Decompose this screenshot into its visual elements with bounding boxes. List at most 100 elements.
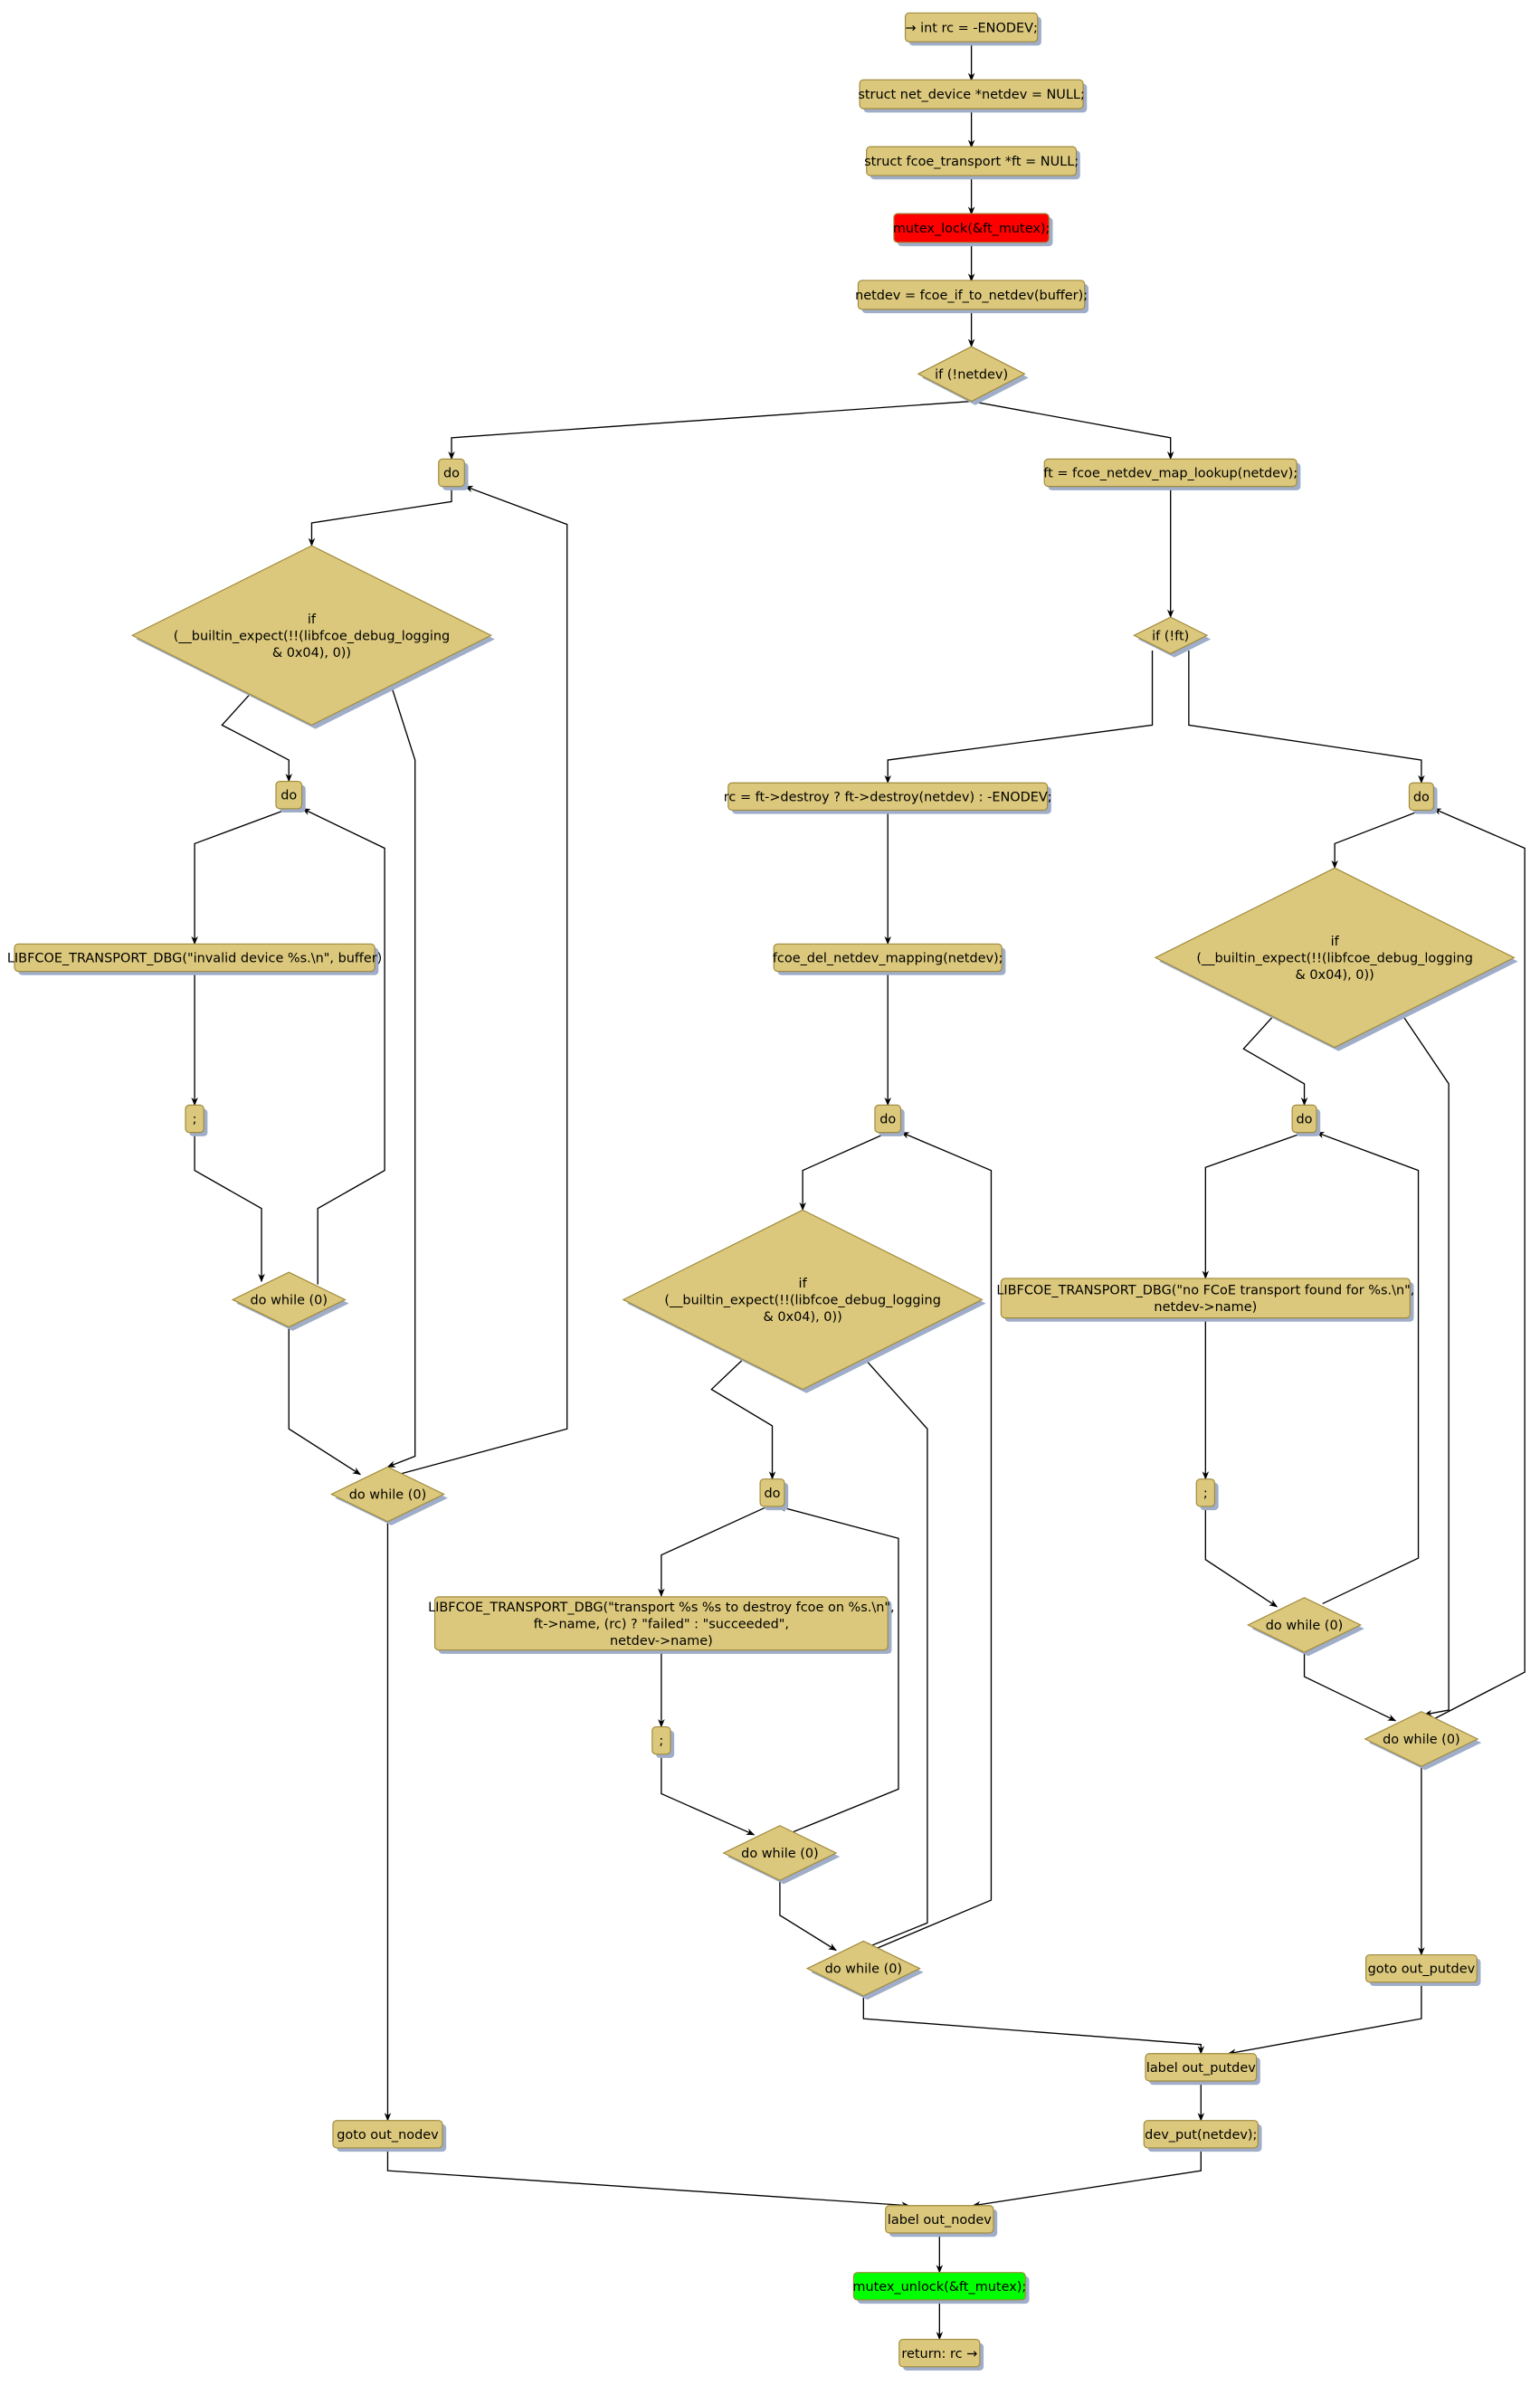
node-label: do [280,789,297,803]
node-shape [275,780,303,810]
statement-do-e[interactable]: do [1408,782,1438,814]
flow-edge-arrow [1316,1132,1420,1605]
node-shape [1133,616,1209,655]
node-label: do [1413,790,1430,804]
flow-edge-arrow [658,1506,768,1597]
node-label: → int rc = -ENODEV; [905,21,1037,35]
flow-edge-arrow [386,2147,910,2209]
statement-semi-b[interactable]: ; [651,1725,675,1758]
node-label: do while (0) [741,1847,819,1861]
decision-dowhile-6[interactable]: do while (0) [1364,1711,1482,1771]
node-shape [1145,2053,1258,2082]
statement-label-putdev[interactable]: label out_putdev [1145,2053,1260,2086]
statement-mutex-unlock[interactable]: mutex_unlock(&ft_mutex); [852,2272,1030,2304]
statement-do-c[interactable]: do [874,1104,905,1136]
node-shape [1143,2120,1259,2149]
decision-if-ft[interactable]: if (!ft) [1133,616,1212,658]
statement-goto-nodev[interactable]: goto out_nodev [332,2120,447,2152]
node-label: goto out_nodev [337,2128,439,2143]
statement-init-rc[interactable]: → int rc = -ENODEV; [904,12,1041,46]
flow-edge-arrow [777,1505,899,1833]
decision-dowhile-3[interactable]: do while (0) [722,1825,841,1885]
node-shape [1408,782,1434,812]
statement-del-mapping[interactable]: fcoe_del_netdev_mapping(netdev); [773,943,1006,975]
decision-if-debug-a[interactable]: if(__builtin_expect(!!(libfcoe_debug_log… [130,545,495,729]
flow-edge-arrow [779,1880,837,1952]
statement-decl-netdev[interactable]: struct net_device *netdev = NULL; [858,79,1088,113]
node-label: do while (0) [349,1488,427,1503]
statement-do-d[interactable]: do [759,1478,789,1511]
statement-return-rc[interactable]: return: rc → [898,2339,984,2371]
node-label: do [1297,1113,1313,1127]
decision-dowhile-2[interactable]: do while (0) [329,1466,448,1525]
statement-decl-ft[interactable]: struct fcoe_transport *ft = NULL; [864,146,1080,180]
node-shape [651,1725,671,1755]
statement-dbg-destroy[interactable]: LIBFCOE_TRANSPORT_DBG("transport %s %s t… [428,1596,895,1654]
node-shape [722,1825,838,1881]
node-label: LIBFCOE_TRANSPORT_DBG("invalid device %s… [7,951,382,965]
node-label: mutex_unlock(&ft_mutex); [852,2280,1026,2295]
node-label: rc = ft->destroy ? ft->destroy(netdev) :… [724,790,1052,804]
node-shape [1291,1104,1317,1134]
statement-dbg-no-transport[interactable]: LIBFCOE_TRANSPORT_DBG("no FCoE transport… [996,1278,1414,1322]
node-label: do [443,467,460,481]
flow-edge-arrow [386,683,416,1468]
node-label: label out_nodev [888,2213,992,2228]
node-shape [898,2339,981,2368]
decision-if-debug-c[interactable]: if(__builtin_expect(!!(libfcoe_debug_log… [622,1209,986,1393]
decision-dowhile-1[interactable]: do while (0) [231,1271,349,1331]
decision-dowhile-5[interactable]: do while (0) [1247,1597,1364,1657]
node-shape [1364,1711,1479,1767]
flow-edge-arrow [301,808,385,1285]
statement-do-a[interactable]: do [438,458,469,490]
node-label: if(__builtin_expect(!!(libfcoe_debug_log… [1196,935,1473,983]
node-shape [1364,1953,1478,1983]
decision-if-netdev[interactable]: if (!netdev) [917,346,1029,405]
statement-dbg-invalid[interactable]: LIBFCOE_TRANSPORT_DBG("invalid device %s… [7,943,382,975]
node-shape [904,12,1039,43]
node-shape [1043,458,1298,488]
statement-ft-lookup[interactable]: ft = fcoe_netdev_map_lookup(netdev); [1043,458,1301,490]
flow-edge-arrow [398,485,568,1476]
statement-semi-c[interactable]: ; [1195,1478,1219,1511]
statement-goto-putdev[interactable]: goto out_putdev [1364,1953,1481,1986]
node-label: label out_putdev [1146,2061,1256,2076]
node-shape [332,2120,443,2149]
flow-edge-arrow [1242,1014,1308,1107]
flow-edge-arrow [862,1356,928,1950]
flow-edge-arrow [221,692,293,783]
node-label: LIBFCOE_TRANSPORT_DBG("transport %s %s t… [428,1601,895,1649]
flow-edge-arrow [1432,808,1526,1720]
node-shape [1195,1478,1216,1507]
node-label: do while (0) [1383,1733,1459,1747]
statement-rc-destroy[interactable]: rc = ft->destroy ? ft->destroy(netdev) :… [724,782,1052,814]
flow-edge-arrow [661,1753,756,1836]
statement-netdev-assign[interactable]: netdev = fcoe_if_to_netdev(buffer); [855,280,1088,314]
node-label: if (!netdev) [935,367,1008,382]
node-shape [185,1104,204,1134]
node-label: struct fcoe_transport *ft = NULL; [864,155,1079,169]
statement-do-b[interactable]: do [275,780,306,812]
node-shape [866,146,1078,176]
node-label: ; [1203,1487,1208,1501]
node-shape [852,2272,1026,2301]
node-shape [885,2205,994,2234]
flow-edge-arrow [971,400,1174,461]
statement-do-f[interactable]: do [1291,1104,1321,1136]
nodes: → int rc = -ENODEV; struct net_device *ne… [7,12,1518,2371]
node-label: do while (0) [251,1293,328,1307]
statement-dev-put[interactable]: dev_put(netdev); [1143,2120,1262,2152]
node-label: ft = fcoe_netdev_map_lookup(netdev); [1043,467,1298,481]
statement-label-nodev[interactable]: label out_nodev [885,2205,998,2238]
node-label: if(__builtin_expect(!!(libfcoe_debug_log… [174,613,451,660]
node-shape [773,943,1003,973]
decision-if-debug-e[interactable]: if(__builtin_expect(!!(libfcoe_debug_log… [1154,867,1518,1051]
node-shape [130,545,493,727]
statement-mutex-lock[interactable]: mutex_lock(&ft_mutex); [893,213,1053,247]
node-shape [893,213,1050,243]
statement-semi-a[interactable]: ; [185,1104,208,1136]
node-shape [859,79,1084,109]
node-label: do [879,1113,896,1127]
decision-dowhile-4[interactable]: do while (0) [805,1940,924,2000]
node-label: ; [659,1734,663,1749]
